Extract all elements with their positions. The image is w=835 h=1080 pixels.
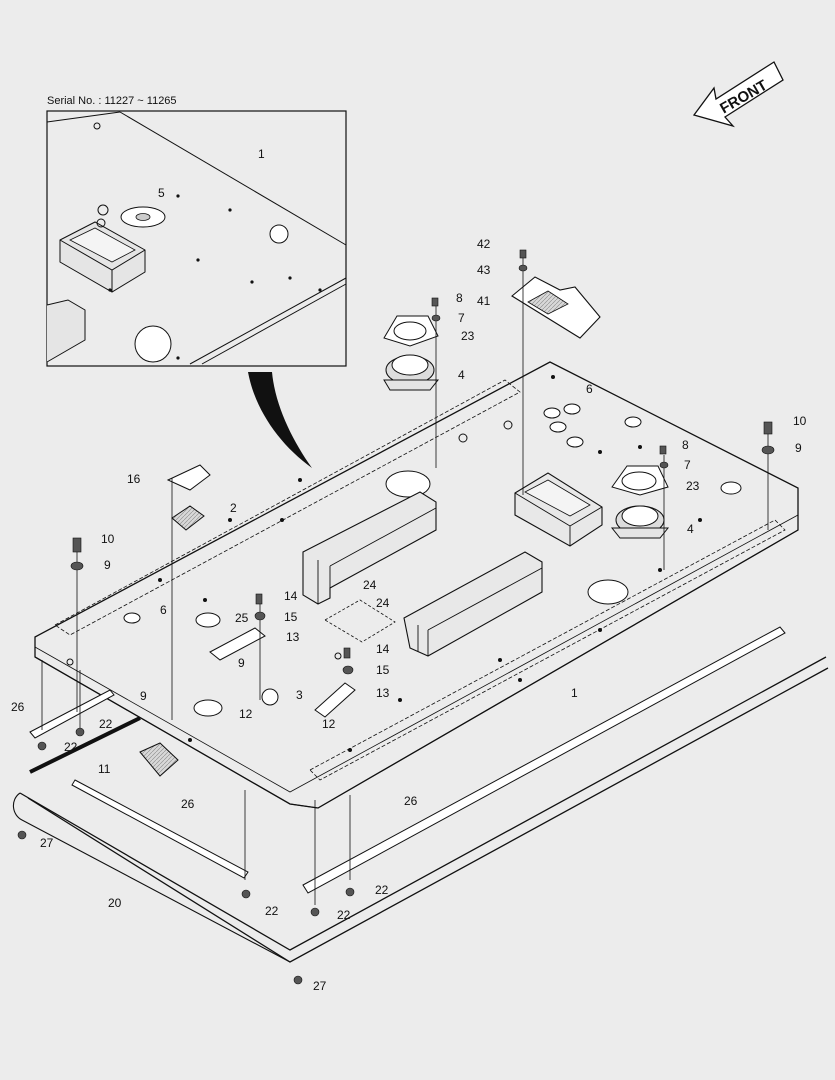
callout: 9 bbox=[795, 441, 802, 455]
plates-13 bbox=[195, 612, 356, 718]
callout: 24 bbox=[363, 578, 377, 592]
inset-pointer bbox=[248, 372, 312, 468]
trims-26 bbox=[29, 626, 786, 894]
front-arrow: FRONT bbox=[692, 61, 784, 128]
callout: 22 bbox=[337, 908, 351, 922]
callout: 12 bbox=[322, 717, 336, 731]
callout: 42 bbox=[477, 237, 491, 251]
callout: 26 bbox=[181, 797, 195, 811]
floor-plate bbox=[34, 361, 799, 809]
callout: 13 bbox=[286, 630, 300, 644]
callout-labels: 1 5 42 43 41 8 7 23 4 6 10 9 8 7 23 4 16… bbox=[11, 147, 807, 993]
callout: 4 bbox=[687, 522, 694, 536]
inset-detail-box bbox=[46, 110, 347, 367]
callout: 12 bbox=[239, 707, 253, 721]
cover-2 bbox=[171, 505, 205, 531]
callout: 22 bbox=[99, 717, 113, 731]
callout: 26 bbox=[11, 700, 25, 714]
mount-right bbox=[610, 465, 670, 539]
callout: 4 bbox=[458, 368, 465, 382]
callout: 14 bbox=[376, 642, 390, 656]
callout: 6 bbox=[160, 603, 167, 617]
callout: 25 bbox=[235, 611, 249, 625]
mount-top bbox=[383, 315, 440, 391]
callout: 26 bbox=[404, 794, 418, 808]
callout: 9 bbox=[104, 558, 111, 572]
callout: 23 bbox=[686, 479, 700, 493]
callout: 27 bbox=[40, 836, 54, 850]
callout: 11 bbox=[98, 762, 111, 776]
callout: 16 bbox=[127, 472, 141, 486]
channel-right bbox=[403, 551, 543, 657]
battery-bracket bbox=[514, 472, 603, 547]
callout: 9 bbox=[140, 689, 147, 703]
callout: 13 bbox=[376, 686, 390, 700]
callout: 5 bbox=[158, 186, 165, 200]
callout: 14 bbox=[284, 589, 298, 603]
callout: 3 bbox=[296, 688, 303, 702]
fasteners bbox=[17, 249, 775, 985]
callout: 7 bbox=[684, 458, 691, 472]
pedal-boot-11 bbox=[139, 742, 179, 777]
callout: 10 bbox=[793, 414, 807, 428]
callout: 10 bbox=[101, 532, 115, 546]
callout: 43 bbox=[477, 263, 491, 277]
callout: 24 bbox=[376, 596, 390, 610]
callout: 9 bbox=[238, 656, 245, 670]
grommets-6 bbox=[123, 403, 642, 624]
callout: 8 bbox=[456, 291, 463, 305]
callout: 15 bbox=[284, 610, 298, 624]
callout: 2 bbox=[230, 501, 237, 515]
brackets-24 bbox=[324, 599, 396, 643]
bracket-16 bbox=[166, 464, 211, 491]
callout: 1 bbox=[571, 686, 578, 700]
cover-plate-41 bbox=[511, 276, 601, 339]
callout: 22 bbox=[375, 883, 389, 897]
callout: 41 bbox=[477, 294, 491, 308]
channel-left bbox=[302, 491, 437, 605]
serial-number-label: Serial No. : 11227 ~ 11265 bbox=[47, 95, 177, 107]
leader-lines bbox=[41, 258, 769, 905]
callout: 22 bbox=[265, 904, 279, 918]
frame-20 bbox=[12, 656, 829, 963]
callout: 6 bbox=[586, 382, 593, 396]
callout: 1 bbox=[258, 147, 265, 161]
callout: 8 bbox=[682, 438, 689, 452]
callout: 20 bbox=[108, 896, 122, 910]
callout: 22 bbox=[64, 740, 78, 754]
callout: 7 bbox=[458, 311, 465, 325]
callout: 15 bbox=[376, 663, 390, 677]
callout: 27 bbox=[313, 979, 327, 993]
callout: 23 bbox=[461, 329, 475, 343]
